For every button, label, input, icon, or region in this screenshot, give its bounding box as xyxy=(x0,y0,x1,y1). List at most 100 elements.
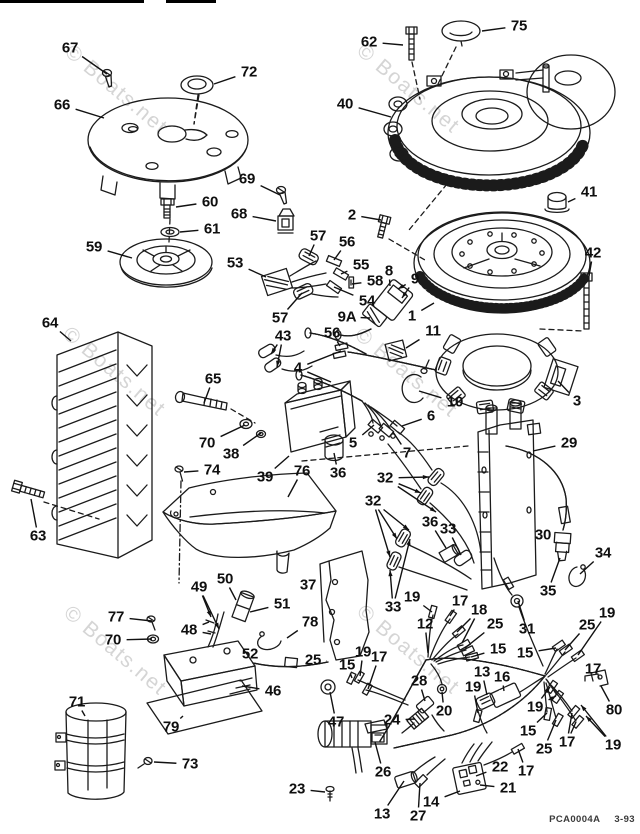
callout-9: 9 xyxy=(410,270,420,288)
callout-6: 6 xyxy=(426,407,436,425)
callout-16: 16 xyxy=(493,668,511,686)
callout-48: 48 xyxy=(180,621,198,639)
callout-5: 5 xyxy=(348,434,358,452)
callout-19: 19 xyxy=(604,736,622,754)
callout-33: 33 xyxy=(384,598,402,616)
callout-63: 63 xyxy=(29,527,47,545)
callout-51: 51 xyxy=(273,595,291,613)
callout-31: 31 xyxy=(518,620,536,638)
callout-54: 54 xyxy=(358,292,376,310)
ignition-coil-8 xyxy=(334,279,414,341)
callout-17: 17 xyxy=(370,648,388,666)
washer-61 xyxy=(160,218,180,243)
callout-67: 67 xyxy=(61,39,79,57)
callout-10: 10 xyxy=(446,393,464,411)
callout-46: 46 xyxy=(264,682,282,700)
callout-32: 32 xyxy=(364,492,382,510)
lead-connector-53 xyxy=(260,248,355,300)
connector-11 xyxy=(384,339,408,362)
screw-67 xyxy=(101,68,113,88)
harness-looms xyxy=(379,657,546,749)
callout-60: 60 xyxy=(201,193,219,211)
clamp-78 xyxy=(256,631,282,651)
callout-52: 52 xyxy=(241,645,259,663)
ground-wire-31 xyxy=(493,557,544,667)
power-pack-39 xyxy=(284,377,469,462)
callout-17: 17 xyxy=(517,762,535,780)
bolt-63 xyxy=(10,479,46,499)
callout-79: 79 xyxy=(162,718,180,736)
flywheel-cover-plate xyxy=(87,97,249,200)
callout-40: 40 xyxy=(336,95,354,113)
ring-clamp-34 xyxy=(568,564,587,588)
grommet-47 xyxy=(320,679,336,695)
callout-20: 20 xyxy=(435,702,453,720)
callout-19: 19 xyxy=(598,604,616,622)
callout-55: 55 xyxy=(352,256,370,274)
bolt-62 xyxy=(405,26,421,100)
callout-9A: 9A xyxy=(337,308,357,326)
callout-57: 57 xyxy=(271,309,289,327)
callout-59: 59 xyxy=(85,238,103,256)
callout-36: 36 xyxy=(329,464,347,482)
callout-61: 61 xyxy=(203,220,221,238)
callout-72: 72 xyxy=(240,63,258,81)
callout-57: 57 xyxy=(309,227,327,245)
callout-17: 17 xyxy=(558,733,576,751)
connector-51 xyxy=(231,590,255,623)
callout-74: 74 xyxy=(203,461,221,479)
callout-19: 19 xyxy=(354,643,372,661)
scan-edge-bar xyxy=(166,0,216,3)
callout-7: 7 xyxy=(402,444,412,462)
grommet-72 xyxy=(180,75,214,125)
callout-18: 18 xyxy=(470,601,488,619)
callout-27: 27 xyxy=(409,807,427,825)
callout-77: 77 xyxy=(107,608,125,626)
recoil-pulley-59 xyxy=(119,238,213,288)
callout-37: 37 xyxy=(299,576,317,594)
connector-13 xyxy=(394,756,436,789)
callout-66: 66 xyxy=(53,96,71,114)
callout-65: 65 xyxy=(204,370,222,388)
flywheel-1 xyxy=(413,211,591,314)
callout-12: 12 xyxy=(416,615,434,633)
callout-78: 78 xyxy=(301,613,319,631)
callout-3: 3 xyxy=(572,392,582,410)
cylinder-cover-71 xyxy=(54,702,127,800)
callout-25: 25 xyxy=(535,740,553,758)
air-cover-76 xyxy=(162,472,337,574)
callout-8: 8 xyxy=(384,262,394,280)
screw-77 xyxy=(146,615,156,631)
callout-17: 17 xyxy=(451,592,469,610)
callout-42: 42 xyxy=(584,244,602,262)
callout-68: 68 xyxy=(230,205,248,223)
callout-33: 33 xyxy=(439,520,457,538)
callout-35: 35 xyxy=(539,582,557,600)
callout-17: 17 xyxy=(584,660,602,678)
callout-1: 1 xyxy=(407,307,417,325)
callout-14: 14 xyxy=(422,793,440,811)
callout-21: 21 xyxy=(499,779,517,797)
callout-62: 62 xyxy=(360,33,378,51)
washer-70 xyxy=(239,418,253,430)
callout-15: 15 xyxy=(338,656,356,674)
callout-29: 29 xyxy=(560,434,578,452)
callout-15: 15 xyxy=(489,640,507,658)
callout-13: 13 xyxy=(373,805,391,823)
connector-16-13 xyxy=(475,676,545,710)
callout-15: 15 xyxy=(516,644,534,662)
screw-73 xyxy=(137,756,153,769)
cover-plate-79 xyxy=(146,679,263,735)
callout-47: 47 xyxy=(327,713,345,731)
callout-30: 30 xyxy=(534,526,552,544)
bracket-29 xyxy=(477,399,571,590)
callout-56: 56 xyxy=(323,324,341,342)
callout-32: 32 xyxy=(376,469,394,487)
callout-34: 34 xyxy=(594,544,612,562)
plate-37 xyxy=(319,550,370,661)
callout-76: 76 xyxy=(293,462,311,480)
callout-19: 19 xyxy=(464,678,482,696)
